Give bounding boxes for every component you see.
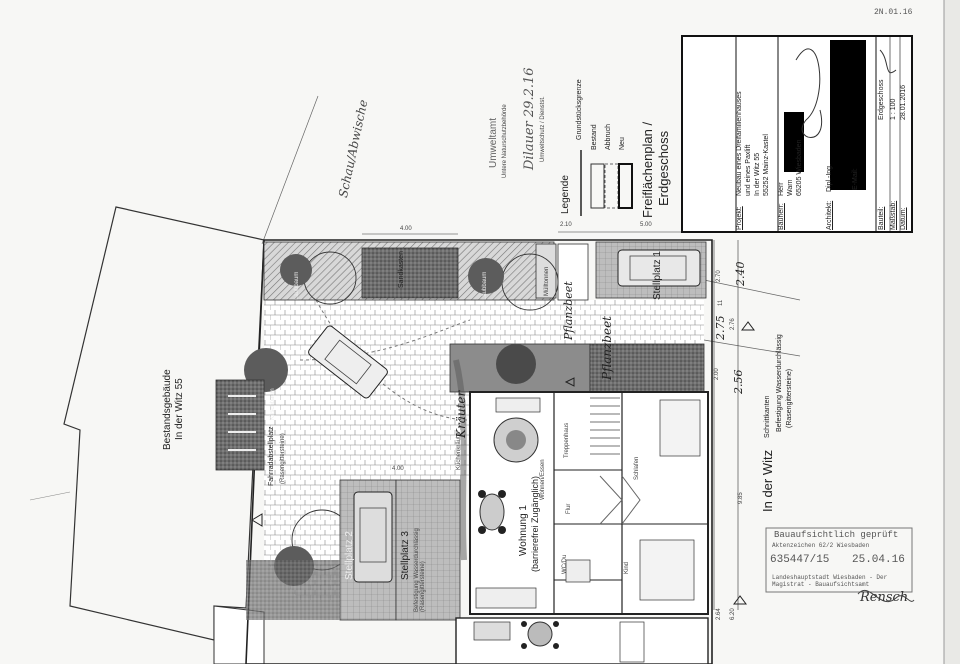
room-stairs: Treppenhaus (564, 422, 570, 458)
curb-label: Schnittkanten (764, 395, 771, 438)
room-living: Wohnen/Essen (540, 459, 546, 500)
parking-2-label: Stellplatz 2 (344, 531, 355, 580)
approval-number: 635447/15 (770, 554, 830, 566)
client-label: Bauherr: (778, 203, 785, 230)
room-child: Kind (624, 561, 630, 574)
dim-240: 2.40 (734, 261, 747, 287)
tree-label-left: Laubbaum (294, 271, 300, 300)
approval-footer: Landeshauptstadt Wiesbaden - Der Magistr… (772, 574, 888, 588)
email-label: E-Mail: (852, 168, 859, 190)
legend-item-existing: Bestand (591, 124, 598, 150)
approval-title: Bauaufsichtlich geprüft (774, 530, 899, 540)
corner-mark: 2N.01.16 (874, 8, 913, 17)
client-line2: Warn (787, 179, 794, 196)
dim-top-5: 5.00 (640, 222, 652, 228)
plan-title-line2: Erdgeschoss (656, 130, 671, 206)
parking-1-label: Stellplatz 1 (652, 251, 663, 300)
parking-3-label: Stellplatz 3 (400, 531, 411, 580)
dim-11: 11 (718, 299, 724, 306)
legend-item-demolition: Abbruch (605, 123, 612, 150)
architect-label: Architekt: (826, 200, 833, 230)
plan-title-line1: Freiflächenplan / (640, 121, 655, 218)
bike-label-1: Fahrradabstellplatz (268, 426, 275, 486)
unit-label-2: (barrierefrei Zugänglich) (530, 475, 540, 572)
project-line2: und eines Paxlift (745, 144, 752, 196)
part-label: Bauteil: (878, 206, 885, 230)
project-label: Projekt: (736, 206, 743, 230)
cherry-tree-label: Kirschbaum (270, 388, 276, 420)
dim-200: 2.00 (714, 368, 720, 380)
plant-bed-handwritten-2: Pflanzbeet (562, 281, 575, 340)
room-hall: Flur (566, 503, 572, 514)
existing-building-line1: Bestandsgebäude (162, 369, 173, 450)
date-value: 28.01.2016 (900, 84, 907, 120)
client-line3: 65205 Wiesbaden (796, 139, 803, 196)
parking-2-sub: Befestigung Wasserdurchlässig (Rasengitt… (414, 528, 426, 612)
dim-270: 2.70 (716, 270, 722, 282)
dim-276: 2.76 (730, 318, 736, 330)
client-line1: Herr (778, 182, 785, 196)
scale-value: 1 : 100 (890, 98, 897, 120)
approval-initials: Rensch (860, 590, 909, 605)
dim-985: 9.85 (738, 492, 744, 504)
legend-item-boundary: Grundstücksgrenze (576, 79, 583, 140)
dim-4: 4.00 (392, 466, 404, 472)
existing-building-line2: In der Witz 55 (174, 378, 185, 440)
dim-620: 6.20 (730, 608, 736, 620)
plant-bed-handwritten: Pflanzbeet (600, 316, 614, 380)
dim-256: 2.56 (732, 369, 745, 395)
tree-label-right: Laubbaum (482, 271, 488, 300)
pavement-label-1: Befestigung Wasserdurchlässig (776, 334, 783, 432)
project-line4: 55252 Mainz-Kastel (763, 134, 770, 196)
room-wc: WC/Du (562, 554, 568, 574)
approval-sub: Aktenzeichen 62/2 Wiesbaden (772, 542, 870, 549)
project-line3: In der Witz 55 (754, 152, 761, 196)
dim-264: 2.64 (716, 608, 722, 620)
sandbox-label: Sandkasten (398, 251, 405, 288)
architect-name: Dipl.-Ing. (826, 163, 833, 192)
pavement-label-2: (Rasengittersteine) (786, 368, 793, 428)
herbs-handwritten: Kräuter (454, 390, 468, 438)
street-label: In der Witz (760, 449, 775, 512)
unit-label-1: Wohnung 1 (518, 505, 529, 556)
room-bedroom: Schlafen (634, 456, 640, 480)
authority-signature: Dilauer 29.2.16 (522, 67, 537, 170)
bike-label-2: (Rasengittersteine) (280, 433, 286, 484)
authority-stamp-line2: Untere Naturschutzbehörde (502, 104, 508, 178)
dim-top-4: 4.00 (400, 226, 412, 232)
legend-title: Legende (560, 175, 571, 214)
approval-date: 25.04.16 (852, 554, 905, 566)
dim-275: 2.75 (714, 315, 727, 341)
date-label: Datum: (900, 207, 907, 230)
legend-item-new: Neu (619, 137, 626, 150)
bins-label: Mülltonnen (544, 266, 550, 296)
scale-label: Maßstab: (890, 200, 897, 230)
authority-stamp-line3: Umweltschutz / Dienstst. (540, 96, 546, 162)
dim-top-210: 2.10 (560, 222, 572, 228)
phase-value: Erdgeschoss (878, 79, 885, 120)
authority-stamp-line1: Umweltamt (488, 117, 499, 168)
project-line1: Neubau eines Dreifamilienhauses (736, 91, 743, 196)
